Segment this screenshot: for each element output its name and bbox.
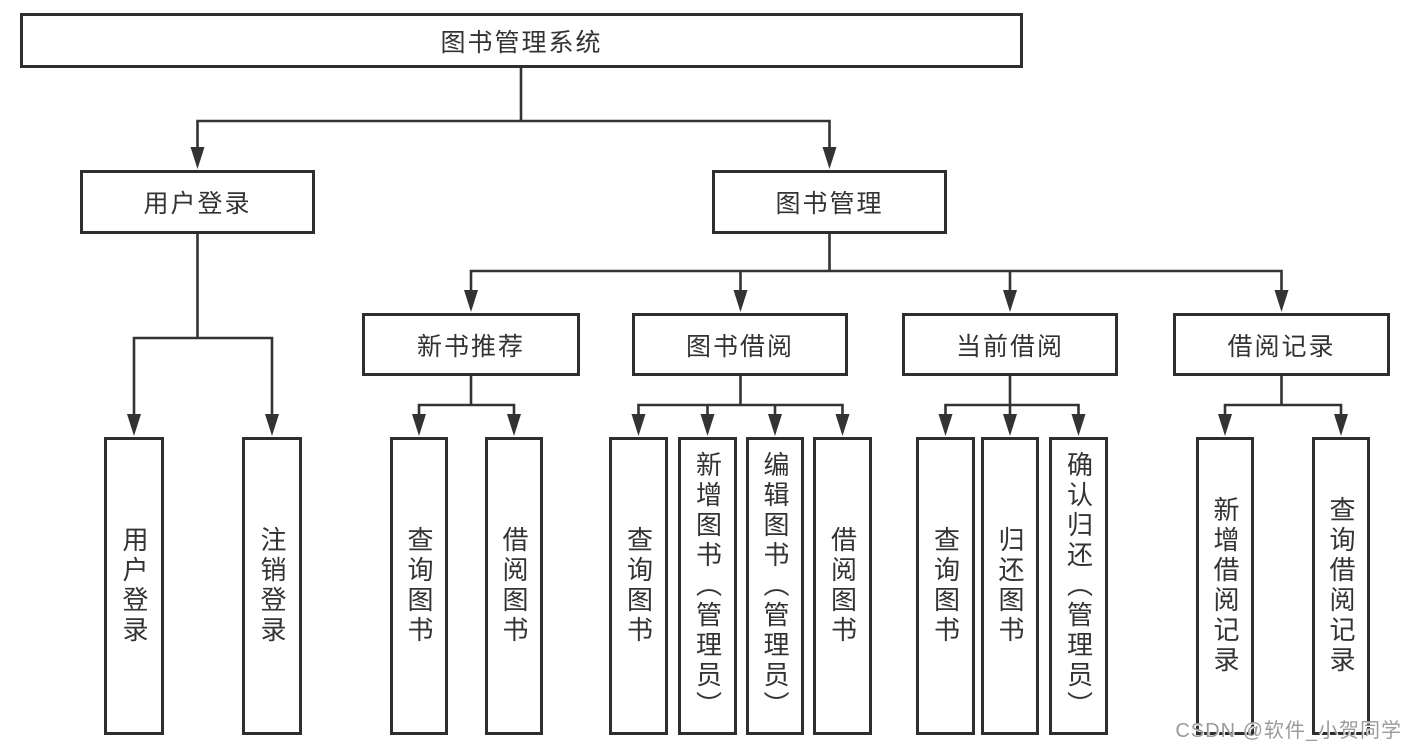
node-label: 归还图书 [995,526,1025,646]
node-label: 查询图书 [623,526,654,646]
node-label: 注销登录 [257,526,287,646]
leaf-query-books-recommend: 查询图书 [390,437,448,735]
leaf-return-book: 归还图书 [981,437,1039,735]
leaf-logout: 注销登录 [242,437,302,735]
node-label: 图书管理系统 [440,28,603,57]
node-label: 当前借阅 [955,332,1064,361]
node-label: 图书管理 [775,190,884,218]
node-label: 查询图书 [930,526,961,646]
node-label: 查询图书 [404,526,434,646]
leaf-add-borrow-record: 新增借阅记录 [1196,437,1254,735]
node-label: 图书借阅 [685,332,794,361]
leaf-query-books-current: 查询图书 [916,437,975,735]
node-user-login: 用户登录 [80,170,315,234]
node-label: 借阅图书 [827,526,858,646]
leaf-query-books-borrowing: 查询图书 [609,437,668,735]
node-label: 借阅图书 [499,526,529,646]
node-book-borrowing: 图书借阅 [632,313,848,376]
leaf-confirm-return-admin: 确认归还（管理员） [1049,437,1108,735]
node-library-management-system: 图书管理系统 [20,13,1023,68]
leaf-borrow-book-recommend: 借阅图书 [485,437,543,735]
csdn-watermark: CSDN @软件_小贺同学 [1175,720,1402,742]
node-borrowing-records: 借阅记录 [1173,313,1390,376]
leaf-borrow-book: 借阅图书 [813,437,872,735]
node-new-book-recommend: 新书推荐 [362,313,580,376]
node-label: 用户登录 [143,190,252,218]
node-label: 新增借阅记录 [1210,496,1240,676]
leaf-edit-book-admin: 编辑图书（管理员） [746,437,804,735]
node-label: 新增图书（管理员） [692,451,723,721]
node-label: 确认归还（管理员） [1063,451,1094,721]
leaf-query-borrow-record: 查询借阅记录 [1312,437,1370,735]
leaf-add-book-admin: 新增图书（管理员） [678,437,737,735]
node-label: 查询借阅记录 [1326,496,1356,676]
node-label: 用户登录 [119,526,149,646]
node-current-borrowing: 当前借阅 [902,313,1118,376]
node-label: 编辑图书（管理员） [760,451,790,721]
node-label: 借阅记录 [1227,332,1336,361]
node-book-management: 图书管理 [712,170,947,234]
leaf-user-login: 用户登录 [104,437,164,735]
node-label: 新书推荐 [416,332,525,361]
